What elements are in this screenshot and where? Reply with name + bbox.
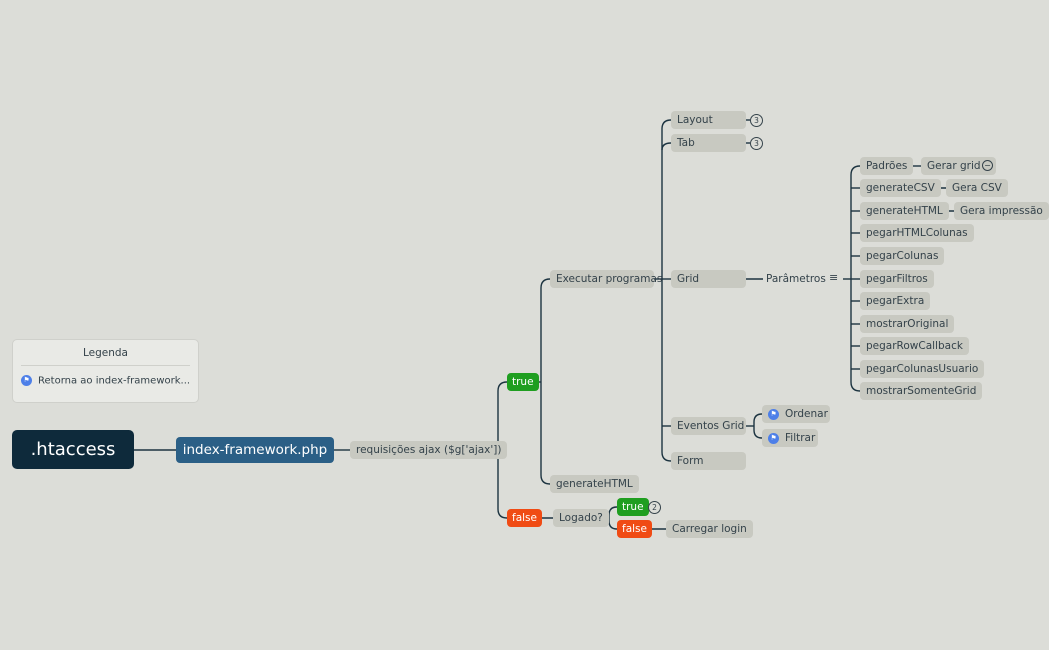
node-grid[interactable]: Grid xyxy=(671,270,746,288)
node-param-pegarhtmlcolunas[interactable]: pegarHTMLColunas xyxy=(860,224,974,242)
node-generatehtml-top[interactable]: generateHTML xyxy=(550,475,639,493)
node-param-pegarextra[interactable]: pegarExtra xyxy=(860,292,931,310)
legend-item-label: Retorna ao index-framework... xyxy=(38,375,191,387)
flag-icon: ⚑ xyxy=(21,375,32,386)
node-param-generatecsv[interactable]: generateCSV xyxy=(860,179,941,197)
main-node-index-framework[interactable]: index-framework.php xyxy=(176,437,334,463)
node-param-pegarcolunasusuario[interactable]: pegarColunasUsuario xyxy=(860,360,985,378)
node-filtrar-label: Filtrar xyxy=(785,432,816,444)
node-param-padroes[interactable]: Padrões xyxy=(860,157,914,175)
collapsed-count-badge[interactable]: 2 xyxy=(648,501,661,514)
node-branch-true[interactable]: true xyxy=(507,373,539,391)
flag-icon: ⚑ xyxy=(768,432,779,444)
legend-title: Legenda xyxy=(82,347,128,359)
node-requisicoes-ajax[interactable]: requisições ajax ($g['ajax']) xyxy=(350,441,508,459)
node-gera-csv[interactable]: Gera CSV xyxy=(946,179,1008,197)
node-param-pegarcolunas[interactable]: pegarColunas xyxy=(860,247,945,265)
node-parametros[interactable]: Parâmetros xyxy=(766,273,826,285)
flag-icon: ⚑ xyxy=(768,408,779,420)
node-param-pegarrowcallback[interactable]: pegarRowCallback xyxy=(860,337,969,355)
node-param-pegarfiltros[interactable]: pegarFiltros xyxy=(860,270,934,288)
root-node-htaccess[interactable]: .htaccess xyxy=(12,430,134,469)
collapsed-count-badge[interactable]: 3 xyxy=(750,114,763,127)
node-executar-programas[interactable]: Executar programas xyxy=(550,270,662,288)
node-carregar-login[interactable]: Carregar login xyxy=(666,520,753,538)
legend-item[interactable]: ⚑ Retorna ao index-framework... xyxy=(13,366,198,387)
node-ordenar[interactable]: ⚑ Ordenar xyxy=(762,405,830,423)
node-tab[interactable]: Tab xyxy=(671,134,746,152)
node-logado[interactable]: Logado? xyxy=(553,509,609,527)
node-param-mostrarsomentegrid[interactable]: mostrarSomenteGrid xyxy=(860,382,983,400)
node-gerar-grid[interactable]: Gerar grid xyxy=(921,157,996,175)
node-param-mostraroriginal[interactable]: mostrarOriginal xyxy=(860,315,955,333)
node-gera-impressao[interactable]: Gera impressão xyxy=(954,202,1049,220)
collapsed-count-badge[interactable]: 3 xyxy=(750,137,763,150)
node-ordenar-label: Ordenar xyxy=(785,408,828,420)
node-logado-false[interactable]: false xyxy=(617,520,652,538)
collapse-icon[interactable]: − xyxy=(982,160,993,171)
node-param-generatehtml[interactable]: generateHTML xyxy=(860,202,949,220)
node-filtrar[interactable]: ⚑ Filtrar xyxy=(762,429,818,447)
notes-icon[interactable]: ≡ xyxy=(829,271,839,284)
node-form[interactable]: Form xyxy=(671,452,746,470)
legend-panel: Legenda ⚑ Retorna ao index-framework... xyxy=(12,339,199,403)
node-eventos-grid[interactable]: Eventos Grid xyxy=(671,417,746,435)
node-gerar-grid-label: Gerar grid xyxy=(927,160,981,172)
node-logado-true[interactable]: true xyxy=(617,498,649,516)
node-branch-false[interactable]: false xyxy=(507,509,542,527)
node-layout[interactable]: Layout xyxy=(671,111,746,129)
legend-divider xyxy=(21,365,190,366)
